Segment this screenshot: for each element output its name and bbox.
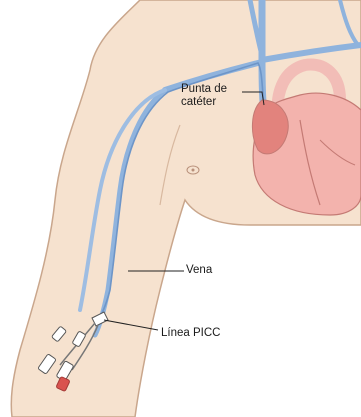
picc-line-label: Línea PICC [161,327,220,340]
catheter-tip-label-line1: Punta de [181,83,227,96]
vein-label: Vena [186,264,212,277]
nipple-center-icon [192,169,195,172]
catheter-tip-label-line2: catéter [181,96,227,109]
catheter-tip-label: Punta de catéter [181,83,227,109]
